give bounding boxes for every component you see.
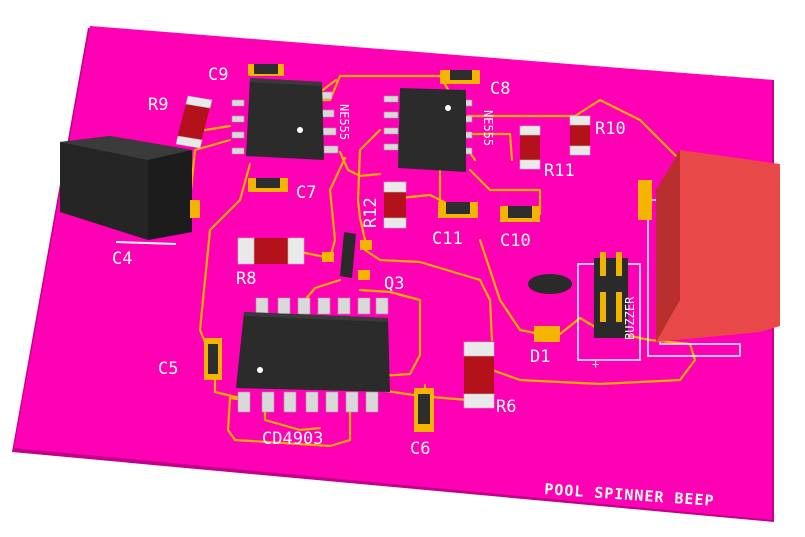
capacitor-c4 [60,136,200,245]
ic-ne555-left [231,78,339,160]
label-c11: C11 [432,229,463,249]
resistor-r12 [383,181,407,229]
label-ne555-left: NE555 [337,104,351,140]
relay [638,150,780,357]
capacitor-c10 [500,206,540,222]
capacitor-c7 [248,178,288,192]
resistor-r10 [569,115,591,156]
resistor-r8 [237,237,305,265]
label-r9: R9 [148,95,168,115]
capacitor-c9 [248,64,284,76]
ic-ne555-right [383,88,473,172]
capacitor-c8 [440,70,480,84]
label-c10: C10 [500,231,531,251]
label-c7: C7 [296,183,316,203]
label-cd4903: CD4903 [262,429,323,449]
transistor-q3 [322,232,372,280]
label-r12: R12 [361,197,381,228]
label-r10: R10 [595,119,626,139]
label-r6: R6 [496,397,516,417]
label-plus: + [592,357,599,371]
label-c6: C6 [410,439,430,459]
ic-cd4903 [236,297,390,413]
label-r11: R11 [544,161,575,181]
resistor-r11 [519,125,541,170]
label-ne555-right: NE555 [481,110,495,146]
copper-traces [188,74,697,448]
label-c9: C9 [208,65,228,85]
label-c4: C4 [112,249,132,269]
capacitor-c5 [204,338,222,380]
label-buzzer: BUZZER [623,296,637,340]
diode-d1 [528,274,572,342]
resistor-r6 [463,341,495,409]
label-q3: Q3 [384,274,404,294]
label-c5: C5 [158,359,178,379]
capacitor-c6 [414,388,434,432]
label-d1: D1 [530,347,550,367]
capacitor-c11 [438,202,478,218]
buzzer-header [577,252,641,361]
label-r8: R8 [236,269,256,289]
label-c8: C8 [490,79,510,99]
resistor-r9 [175,95,213,149]
